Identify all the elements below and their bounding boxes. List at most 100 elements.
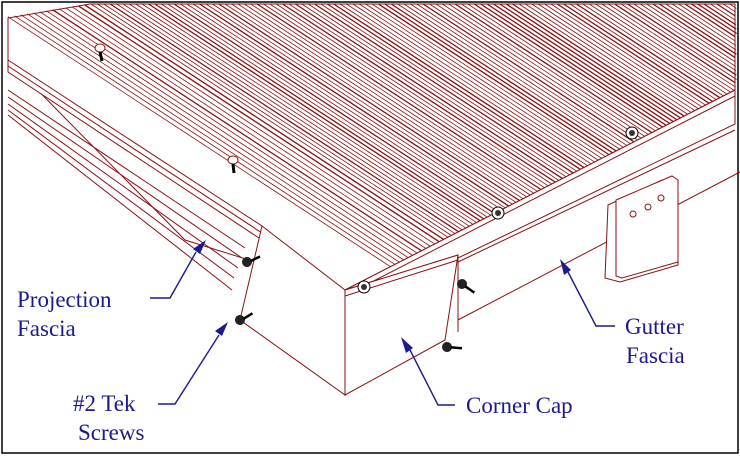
roof-rib-line — [716, 3, 736, 17]
callout-leaders — [150, 240, 615, 406]
arrowhead-icon — [401, 337, 413, 353]
roof-rib-line — [352, 3, 596, 164]
roof-rib-line — [326, 3, 583, 171]
roof-rib-line — [14, 15, 397, 266]
roof-rib-line — [237, 3, 532, 196]
roof-rib-line — [186, 3, 504, 212]
roof-rib-line — [703, 3, 737, 26]
roof-rib-line — [205, 3, 513, 205]
projection-fascia-leader — [150, 251, 197, 299]
roof-rib-line — [588, 3, 729, 96]
roof-rib-line — [97, 3, 453, 237]
roof-rib-line — [65, 7, 431, 247]
arrowhead-icon — [193, 240, 206, 254]
roof-rib-line — [582, 3, 726, 98]
roof-rib-line — [486, 3, 672, 125]
roof-rib-line — [346, 3, 593, 166]
roof-rib-line — [58, 8, 428, 250]
roof-rib-line — [212, 3, 518, 204]
roof-rib-line — [410, 3, 629, 147]
roof-rib-line — [505, 3, 683, 120]
roof-rib-line — [525, 3, 693, 114]
roof-rib-line — [46, 10, 419, 255]
gutter-fascia-leader — [567, 271, 615, 327]
roof-rib-line — [652, 3, 736, 59]
arrowhead-icon — [215, 322, 228, 336]
roof-rib-line — [244, 3, 535, 194]
tek-screws-label-1: #2 Tek — [73, 391, 136, 416]
roof-screw — [227, 155, 239, 174]
roof-screw — [491, 206, 505, 220]
roof-rib-line — [448, 3, 650, 136]
roof-rib-line — [493, 3, 675, 123]
roof-rib-line — [320, 3, 578, 172]
roof-panel-ribs — [7, 3, 737, 268]
roof-rib-line — [378, 3, 610, 156]
gutter-bracket — [604, 175, 679, 283]
tek-screws-leader — [158, 334, 220, 405]
roof-rib-line — [256, 3, 543, 191]
roof-rib-line — [442, 3, 646, 137]
roof-rib-line — [646, 3, 736, 63]
roof-rib-line — [684, 3, 736, 38]
roof-rib-line — [454, 3, 653, 134]
roof-rib-line — [365, 3, 604, 160]
roof-rib-line — [109, 3, 461, 234]
arrowhead-icon — [560, 259, 571, 275]
roof-rib-line — [601, 3, 735, 91]
roof-rib-line — [263, 3, 545, 189]
roof-rib-line — [199, 3, 510, 207]
roof-rib-line — [697, 3, 737, 30]
roof-rib-line — [250, 3, 539, 193]
roof-rib-line — [192, 3, 507, 209]
roof-rib-line — [518, 3, 689, 115]
tek-screw — [457, 279, 476, 294]
tek-screws — [235, 255, 476, 352]
roof-rib-line — [563, 3, 715, 104]
roof-rib-line — [550, 3, 707, 107]
tek-screw — [235, 312, 254, 325]
roof-rib-line — [301, 3, 567, 178]
roof-rib-line — [148, 3, 483, 223]
tek-screws-label-2: Screws — [78, 420, 144, 445]
roof-rib-line — [333, 3, 586, 169]
roof-rib-line — [77, 5, 441, 243]
roof-rib-line — [84, 4, 445, 241]
roof-rib-line — [39, 11, 414, 257]
roof-rib-line — [7, 16, 392, 268]
roof-rib-line — [384, 3, 615, 155]
projection-fascia-label-1: Projection — [17, 287, 112, 312]
roof-rib-line — [576, 3, 721, 99]
roof-rib-line — [129, 3, 472, 228]
callout-labels: Projection Fascia #2 Tek Screws Corner C… — [17, 287, 685, 445]
roof-rib-line — [461, 3, 656, 132]
roof-rib-line — [52, 9, 424, 253]
roof-rib-line — [665, 3, 737, 51]
roof-rib-line — [167, 3, 493, 217]
roof-rib-line — [314, 3, 575, 175]
corner-cap — [239, 225, 459, 396]
roof-rib-line — [614, 3, 736, 84]
tek-screw — [242, 255, 261, 267]
roof-rib-line — [275, 3, 553, 185]
roof-rib-line — [161, 3, 488, 218]
roof-rib-line — [71, 6, 436, 245]
roof-rib-line — [659, 3, 737, 55]
roof-rib-line — [473, 3, 664, 129]
roof-rib-line — [282, 3, 556, 183]
roof-rib-line — [678, 3, 736, 42]
roof-rib-line — [90, 3, 450, 239]
roof-rib-line — [122, 3, 467, 229]
roof-rib-line — [269, 3, 550, 188]
roof-rib-line — [359, 3, 599, 161]
roof-rib-line — [710, 3, 736, 21]
roof-rib-line — [723, 3, 736, 13]
roof-rib-line — [691, 3, 737, 35]
roof-rib-line — [224, 3, 524, 200]
roof-rib-line — [620, 3, 737, 80]
roof-rib-line — [569, 3, 718, 101]
roof-rib-line — [480, 3, 667, 126]
roof-rib-line — [640, 3, 736, 67]
corner-cap-leader — [409, 349, 455, 406]
roof-rib-line — [103, 3, 456, 235]
